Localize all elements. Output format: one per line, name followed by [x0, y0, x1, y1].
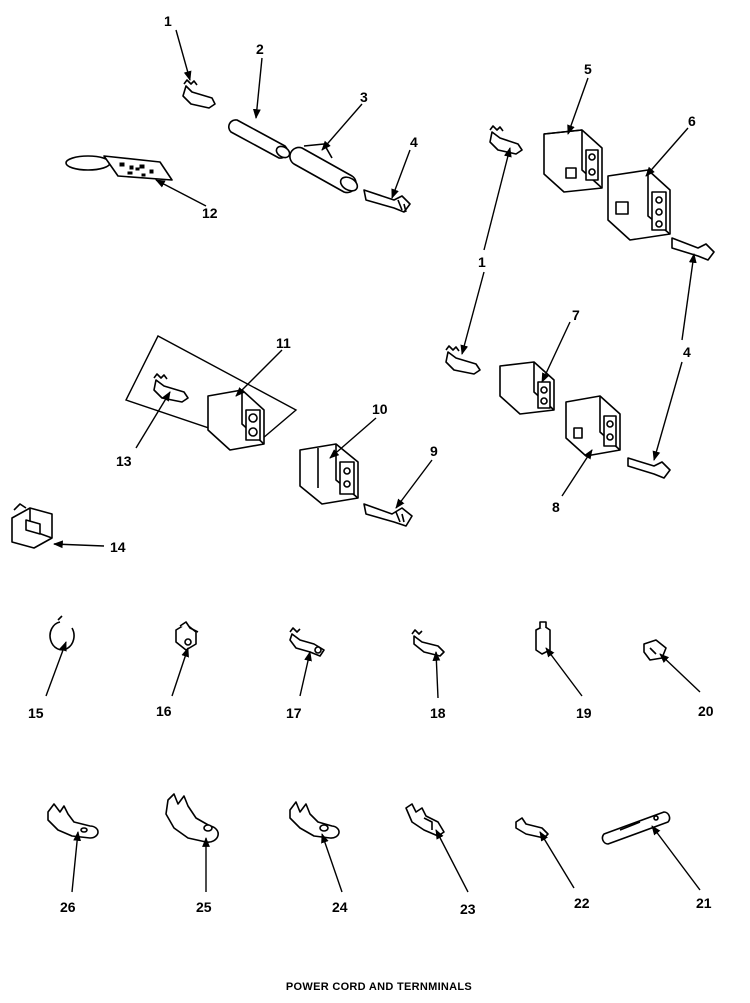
terminal-part-23 [405, 803, 445, 837]
terminal-part-4b-top [671, 237, 715, 261]
label-19: 19 [576, 705, 592, 721]
label-5: 5 [584, 61, 592, 77]
connector-part-10 [299, 443, 359, 505]
terminal-part-17 [289, 627, 325, 657]
connector-part-8 [565, 395, 621, 457]
terminal-part-1b-top [489, 125, 523, 155]
terminal-part-1b-bottom [445, 345, 481, 375]
label-25: 25 [196, 899, 212, 915]
ring-terminal-part-24 [289, 801, 340, 839]
label-15: 15 [28, 705, 44, 721]
connector-part-7 [499, 361, 555, 415]
diagram-title: POWER CORD AND TERNMINALS [286, 981, 472, 993]
terminal-part-9 [363, 503, 413, 527]
connector-part-5 [543, 129, 603, 193]
label-22: 22 [574, 895, 590, 911]
label-4b: 4 [683, 344, 691, 360]
label-26: 26 [60, 899, 76, 915]
ring-part-15 [49, 615, 75, 651]
terminal-part-4a [363, 189, 411, 213]
clip-part-16 [175, 621, 199, 651]
ring-terminal-part-26 [47, 803, 99, 839]
sleeve-part-3 [289, 143, 359, 194]
label-12: 12 [202, 205, 218, 221]
label-3: 3 [360, 89, 368, 105]
tube-part-2 [227, 119, 291, 159]
label-10: 10 [372, 401, 388, 417]
terminal-part-21 [601, 811, 671, 845]
label-24: 24 [332, 899, 348, 915]
terminal-part-13 [153, 373, 189, 403]
label-16: 16 [156, 703, 172, 719]
terminal-part-19 [535, 621, 551, 655]
label-8: 8 [552, 499, 560, 515]
label-20: 20 [698, 703, 714, 719]
label-11: 11 [276, 335, 291, 351]
terminal-part-22 [515, 817, 549, 839]
label-18: 18 [430, 705, 446, 721]
label-7: 7 [572, 307, 580, 323]
connector-part-6 [607, 169, 671, 241]
label-21: 21 [696, 895, 712, 911]
label-1b: 1 [478, 254, 486, 270]
label-14: 14 [110, 539, 126, 555]
connector-part-11 [207, 389, 265, 451]
label-6: 6 [688, 113, 696, 129]
label-9: 9 [430, 443, 438, 459]
label-23: 23 [460, 901, 476, 917]
part-labels: 1 2 3 4 5 6 1 4 7 8 9 10 11 12 13 14 15 … [28, 13, 714, 917]
label-17: 17 [286, 705, 302, 721]
tag-part-12 [65, 155, 173, 181]
terminal-part-4b-bottom [627, 457, 671, 479]
label-2: 2 [256, 41, 264, 57]
label-4a: 4 [410, 134, 418, 150]
leader-lines [45, 29, 701, 893]
ring-terminal-part-25 [165, 793, 219, 843]
label-13: 13 [116, 453, 132, 469]
terminal-part-18 [411, 629, 445, 657]
label-1a: 1 [164, 13, 172, 29]
terminal-part-1a [182, 79, 216, 109]
clip-part-14 [11, 503, 53, 549]
